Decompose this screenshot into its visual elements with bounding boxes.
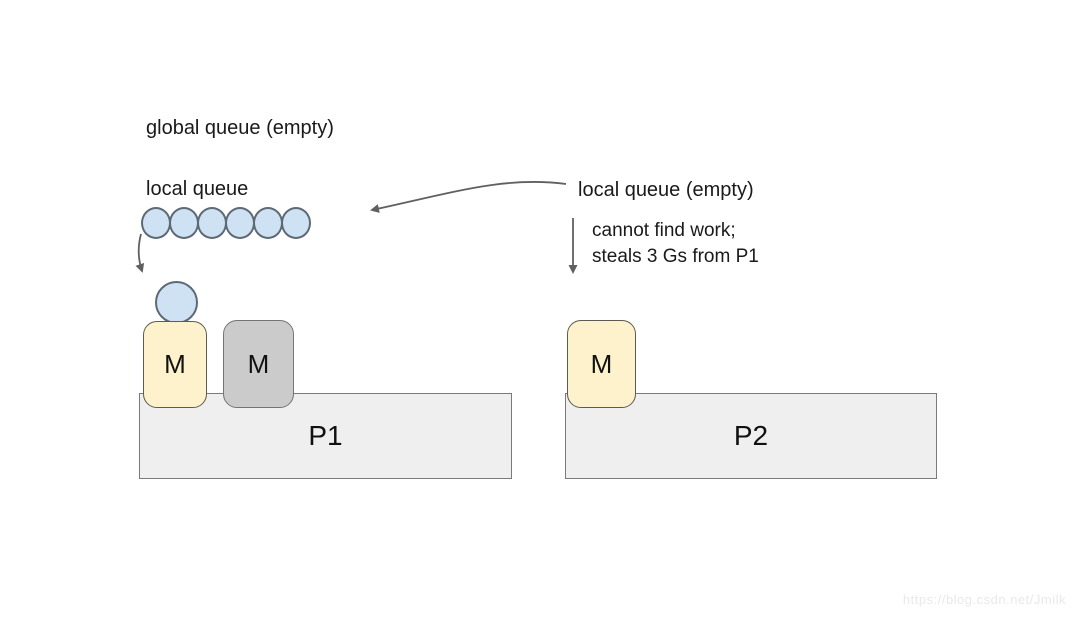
machine-label: M [590, 348, 613, 379]
goroutine-circle [253, 207, 283, 239]
p2-local-queue-label: local queue (empty) [578, 179, 754, 201]
goroutine-circle [197, 207, 227, 239]
p1-local-queue-label: local queue [146, 178, 249, 200]
steal-note-line2: steals 3 Gs from P1 [592, 246, 759, 267]
goroutine-circle [225, 207, 255, 239]
machine-label: M [247, 348, 270, 379]
steal-target-arrow [370, 181, 567, 213]
steal-note: cannot find work; steals 3 Gs from P1 [592, 218, 759, 270]
machine-block-p1-idle: M [223, 320, 294, 408]
machine-block-p1-active: M [143, 321, 207, 408]
goroutine-circle [141, 207, 171, 239]
goroutine-circle-running [155, 281, 198, 324]
steal-note-line1: cannot find work; [592, 220, 736, 241]
goroutine-circle [169, 207, 199, 239]
machine-block-p2: M [567, 320, 636, 408]
processor-p1-label: P1 [308, 420, 343, 451]
p1-local-queue-goroutines [141, 207, 311, 239]
processor-p1: P1 [139, 393, 512, 479]
machine-label: M [164, 349, 186, 379]
dequeue-arrow [135, 233, 145, 273]
watermark: https://blog.csdn.net/Jmilk [902, 592, 1066, 607]
goroutine-circle [281, 207, 311, 239]
processor-p2-label: P2 [733, 420, 769, 451]
global-queue-label: global queue (empty) [146, 117, 334, 139]
processor-p2: P2 [565, 393, 937, 479]
